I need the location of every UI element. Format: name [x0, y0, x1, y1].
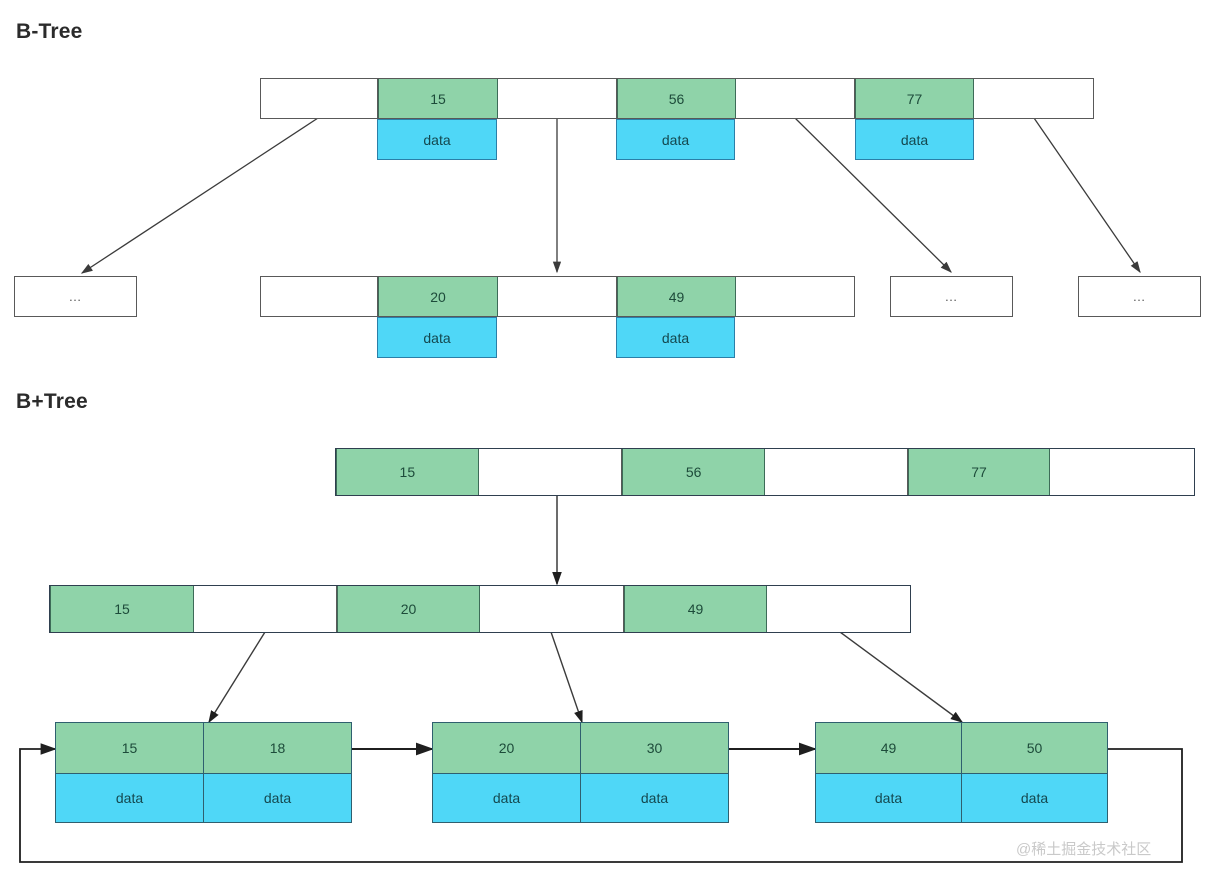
bplus-leaf-2-values: data data [433, 772, 728, 822]
btree-edge-root-to-right-2 [1033, 117, 1141, 274]
bplus-edge-internal-to-leaf-3 [839, 631, 964, 723]
bplus-root-node[interactable]: 15 56 77 [335, 448, 1195, 496]
bplus-leaf-1-key-1[interactable]: 18 [204, 723, 351, 773]
watermark-text: @稀土掘金技术社区 [1016, 841, 1152, 858]
bplus-leaf-1-key-0[interactable]: 15 [56, 723, 204, 773]
btree-root-pointer-2[interactable] [736, 79, 855, 118]
bplus-root-pointer-1[interactable] [765, 449, 908, 495]
btree-child-right-ellipsis-1-label: … [891, 277, 1012, 316]
bplus-leaf-node-1[interactable]: 15 18 data data [55, 722, 352, 823]
btree-child-right-ellipsis-2-label: … [1079, 277, 1200, 316]
btree-root-data-15[interactable]: data [377, 119, 497, 160]
btree-root-pointer-3[interactable] [974, 79, 1093, 118]
btree-child-right-ellipsis-2[interactable]: … [1078, 276, 1201, 317]
btree-child-middle-pointer-0[interactable] [261, 277, 378, 316]
bplus-leaf-node-2[interactable]: 20 30 data data [432, 722, 729, 823]
btree-edge-root-to-left [80, 117, 319, 274]
bplus-leaf-1-keys: 15 18 [56, 723, 351, 773]
btree-root-data-77[interactable]: data [855, 119, 974, 160]
bplus-root-pointer-2[interactable] [1050, 449, 1195, 495]
bplus-internal-pointer-2[interactable] [767, 586, 910, 632]
bplus-edge-internal-to-leaf-1 [208, 631, 266, 724]
bplus-leaf-3-data-0[interactable]: data [816, 772, 962, 822]
bplus-leaf-2-key-1[interactable]: 30 [581, 723, 728, 773]
bplus-edge-internal-to-leaf-2 [550, 631, 583, 724]
section-title-bplustree: B+Tree [16, 390, 88, 413]
bplus-internal-key-49[interactable]: 49 [624, 586, 767, 632]
bplus-root-key-56[interactable]: 56 [622, 449, 766, 495]
btree-root-node[interactable]: 15 56 77 [260, 78, 1094, 119]
bplus-root-pointer-0[interactable] [478, 449, 623, 495]
btree-root-pointer-1[interactable] [498, 79, 617, 118]
section-title-btree: B-Tree [16, 20, 83, 43]
bplus-internal-key-20[interactable]: 20 [337, 586, 480, 632]
bplus-leaf-2-keys: 20 30 [433, 723, 728, 773]
bplus-root-key-77[interactable]: 77 [907, 449, 1051, 495]
bplus-leaf-1-values: data data [56, 772, 351, 822]
bplus-leaf-2-data-0[interactable]: data [433, 772, 581, 822]
bplus-root-key-15[interactable]: 15 [336, 449, 479, 495]
bplus-leaf-1-data-0[interactable]: data [56, 772, 204, 822]
btree-child-right-ellipsis-1[interactable]: … [890, 276, 1013, 317]
btree-child-middle-key-20[interactable]: 20 [378, 277, 498, 316]
btree-child-middle-pointer-1[interactable] [498, 277, 617, 316]
btree-child-left-ellipsis-label: … [15, 277, 136, 316]
btree-child-middle-key-49[interactable]: 49 [617, 277, 736, 316]
btree-child-middle-pointer-2[interactable] [736, 277, 854, 316]
bplus-leaf-3-data-1[interactable]: data [962, 772, 1107, 822]
bplus-internal-node[interactable]: 15 20 49 [49, 585, 911, 633]
btree-root-key-77[interactable]: 77 [855, 79, 974, 118]
btree-root-pointer-0[interactable] [261, 79, 378, 118]
bplus-leaf-3-values: data data [816, 772, 1107, 822]
bplus-internal-pointer-0[interactable] [194, 586, 337, 632]
btree-child-middle-data-49[interactable]: data [616, 317, 735, 358]
btree-child-middle-node[interactable]: 20 49 [260, 276, 855, 317]
btree-root-data-56[interactable]: data [616, 119, 735, 160]
bplus-leaf-3-key-0[interactable]: 49 [816, 723, 962, 773]
bplus-leaf-3-key-1[interactable]: 50 [962, 723, 1107, 773]
bplus-leaf-3-keys: 49 50 [816, 723, 1107, 773]
btree-child-middle-data-20[interactable]: data [377, 317, 497, 358]
btree-root-key-15[interactable]: 15 [378, 79, 498, 118]
bplus-leaf-1-data-1[interactable]: data [204, 772, 351, 822]
bplus-internal-key-15[interactable]: 15 [50, 586, 194, 632]
btree-root-key-56[interactable]: 56 [617, 79, 736, 118]
bplus-leaf-2-data-1[interactable]: data [581, 772, 728, 822]
bplus-leaf-node-3[interactable]: 49 50 data data [815, 722, 1108, 823]
btree-child-left-ellipsis[interactable]: … [14, 276, 137, 317]
bplus-internal-pointer-1[interactable] [480, 586, 624, 632]
bplus-leaf-2-key-0[interactable]: 20 [433, 723, 581, 773]
